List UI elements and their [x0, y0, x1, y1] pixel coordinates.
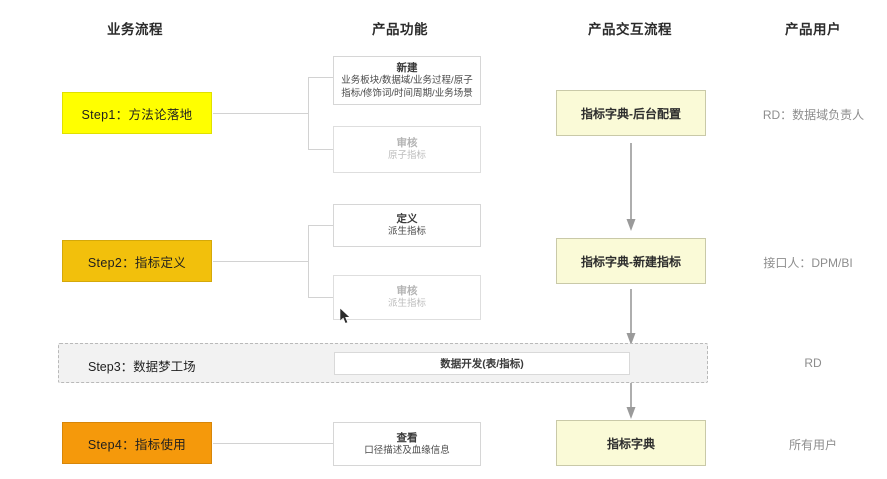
- user-label-all-users: 所有用户: [788, 438, 837, 452]
- column-header-product-function: 产品功能: [372, 22, 428, 37]
- connector-step2-branch-bottom: [308, 297, 334, 298]
- arrow-flow1-to-flow2: [626, 143, 636, 231]
- step-chip-step1[interactable]: Step1：方法论落地: [62, 92, 212, 134]
- arrow-flow2-to-datadev: [626, 289, 636, 345]
- feature-title: 新建: [396, 61, 418, 74]
- flow-box-dict-new-metric[interactable]: 指标字典-新建指标: [556, 238, 706, 284]
- connector-step2-branch-top: [308, 225, 334, 226]
- feature-box-view-caliber[interactable]: 查看 口径描述及血缘信息: [333, 422, 481, 466]
- column-header-product-interaction-flow: 产品交互流程: [588, 22, 672, 37]
- flow-box-dict-main[interactable]: 指标字典: [556, 420, 706, 466]
- feature-subtitle: 业务板块/数据域/业务过程/原子指标/修饰词/时间周期/业务场景: [341, 74, 473, 99]
- feature-box-review-derived[interactable]: 审核 派生指标: [333, 275, 481, 320]
- feature-box-review-atomic[interactable]: 审核 原子指标: [333, 126, 481, 173]
- feature-box-create-atomic[interactable]: 新建 业务板块/数据域/业务过程/原子指标/修饰词/时间周期/业务场景: [333, 56, 481, 105]
- column-header-business-process: 业务流程: [107, 22, 163, 37]
- step-chip-step4[interactable]: Step4：指标使用: [62, 422, 212, 464]
- mouse-pointer-icon: [340, 308, 351, 324]
- data-development-box[interactable]: 数据开发(表/指标): [334, 352, 630, 375]
- user-label-rd: RD: [804, 356, 822, 370]
- connector-step1-branch-bottom: [308, 149, 334, 150]
- arrow-datadev-to-flow3: [626, 383, 636, 419]
- flow-box-dict-backend-config[interactable]: 指标字典-后台配置: [556, 90, 706, 136]
- feature-subtitle: 派生指标: [387, 298, 426, 310]
- feature-title: 审核: [396, 285, 418, 297]
- feature-title: 查看: [396, 431, 418, 444]
- feature-title: 审核: [396, 137, 418, 149]
- connector-step4-trunk: [213, 443, 334, 444]
- user-label-rd-domain-owner: RD：数据域负责人: [762, 108, 865, 122]
- column-header-product-user: 产品用户: [785, 22, 841, 37]
- connector-step1-trunk: [213, 113, 308, 114]
- connector-step1-branch-top: [308, 77, 334, 78]
- step-chip-step2[interactable]: Step2：指标定义: [62, 240, 212, 282]
- step-chip-step3[interactable]: Step3：数据梦工场: [88, 360, 196, 374]
- user-label-interface-dpm-bi: 接口人：DPM/BI: [763, 256, 853, 270]
- feature-title: 定义: [396, 213, 418, 225]
- feature-subtitle: 原子指标: [387, 150, 426, 162]
- connector-step1-bracket: [308, 77, 309, 149]
- feature-subtitle: 口径描述及血缘信息: [364, 444, 450, 456]
- feature-box-define-derived[interactable]: 定义 派生指标: [333, 204, 481, 247]
- connector-step2-bracket: [308, 225, 309, 297]
- feature-subtitle: 派生指标: [387, 226, 426, 238]
- connector-step2-trunk: [213, 261, 308, 262]
